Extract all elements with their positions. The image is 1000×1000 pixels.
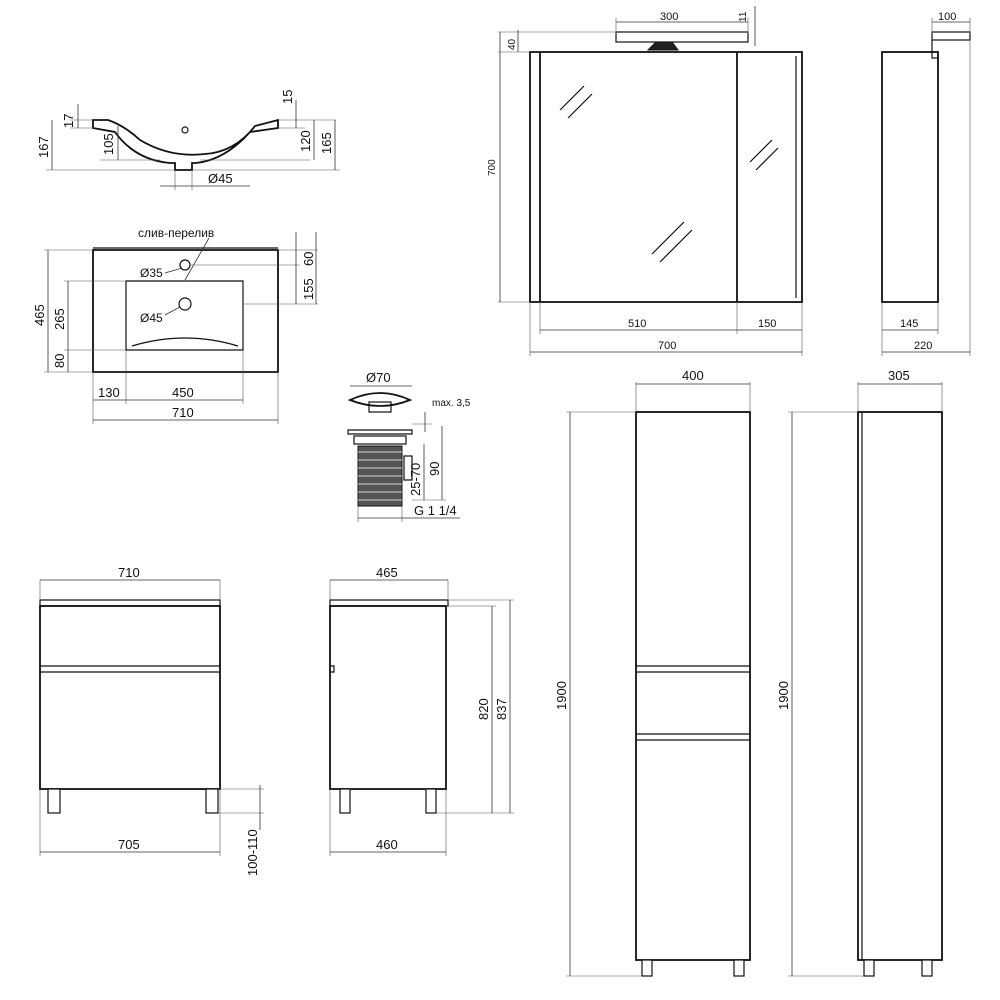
dim-837: 837 (494, 698, 509, 720)
dim-drain-70: Ø70 (366, 370, 391, 385)
dim-15: 15 (280, 90, 295, 104)
dim-80: 80 (52, 354, 67, 368)
dim-hole-35: Ø35 (140, 266, 163, 280)
dim-1900-front: 1900 (554, 681, 569, 710)
dim-90: 90 (427, 462, 442, 476)
dim-1900-side: 1900 (776, 681, 791, 710)
dim-145: 145 (900, 318, 918, 330)
drain-view: Ø70 max. 3,5 90 25-70 G 1 1/4 (347, 370, 471, 522)
dim-710-cab: 710 (118, 565, 140, 580)
vanity-cabinet-side: 465 460 820 837 (329, 565, 514, 856)
dim-305: 305 (888, 368, 910, 383)
dim-265: 265 (52, 308, 67, 330)
dim-710-top: 710 (172, 405, 194, 420)
dim-17: 17 (61, 114, 76, 128)
dim-220: 220 (914, 340, 932, 352)
dim-g114: G 1 1/4 (414, 503, 457, 518)
dim-820: 820 (476, 698, 491, 720)
tall-cabinet-side: 305 1900 (776, 368, 943, 977)
dim-40: 40 (507, 38, 518, 50)
dim-150: 150 (758, 318, 776, 330)
dim-400: 400 (682, 368, 704, 383)
dim-100: 100 (938, 11, 956, 23)
vanity-cabinet-front: 710 705 100-110 (39, 565, 264, 876)
dim-120: 120 (298, 130, 313, 152)
dim-460: 460 (376, 837, 398, 852)
tall-cabinet-front: 400 1900 (554, 368, 751, 977)
dim-legs: 100-110 (245, 829, 260, 876)
dim-167: 167 (36, 136, 51, 158)
dim-465: 465 (32, 304, 47, 326)
dim-705: 705 (118, 837, 140, 852)
dim-105: 105 (101, 133, 116, 155)
dim-300: 300 (660, 11, 678, 23)
dim-465-cab: 465 (376, 565, 398, 580)
dim-155: 155 (301, 278, 316, 300)
dim-130: 130 (98, 385, 120, 400)
label-overflow: слив-перелив (138, 226, 214, 240)
dim-60: 60 (301, 252, 316, 266)
dim-700-w: 700 (658, 340, 676, 352)
dim-510: 510 (628, 318, 646, 330)
dim-11: 11 (738, 11, 749, 22)
dim-450: 450 (172, 385, 194, 400)
mirror-cabinet-side: 100 145 220 (881, 11, 971, 356)
dim-700-h: 700 (487, 159, 498, 176)
dim-25-70: 25-70 (408, 463, 423, 496)
basin-side-view: 17 167 105 15 120 165 Ø45 (36, 90, 340, 190)
dim-max-35: max. 3,5 (432, 398, 471, 409)
drain-thread-lines (358, 451, 402, 501)
dim-hole-45: Ø45 (140, 311, 163, 325)
dim-drain-45: Ø45 (208, 171, 233, 186)
dim-165: 165 (319, 132, 334, 154)
basin-top-view: слив-перелив Ø35 Ø45 465 265 80 60 155 1… (32, 226, 318, 424)
mirror-cabinet-front: 300 11 40 700 510 150 700 (487, 6, 803, 356)
